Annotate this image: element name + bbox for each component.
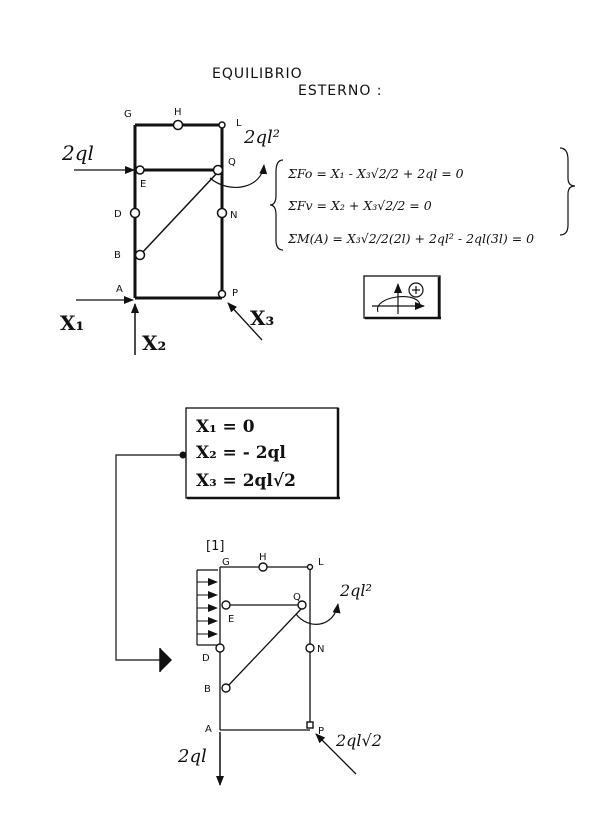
- equation-3: ΣM(A) = X₃√2/2(2l) + 2ql² - 2ql(3l) = 0: [287, 231, 534, 246]
- hinge-d: [129, 207, 141, 219]
- connector-line: [115, 451, 187, 672]
- load-tag: [1]: [206, 539, 224, 554]
- label-a: A: [116, 284, 123, 295]
- label-g: G: [124, 109, 132, 120]
- frame-1-hinges: [129, 119, 228, 299]
- label-l: L: [236, 118, 242, 129]
- label-n: N: [230, 210, 237, 221]
- hinge-b-2: [221, 683, 231, 693]
- label-h: H: [174, 107, 182, 118]
- hinge-p-2: [306, 721, 314, 729]
- hinge-n-2: [305, 643, 315, 653]
- label-d: D: [114, 209, 122, 220]
- moment-arrow-1: [209, 164, 268, 188]
- reaction-x2-label: X₂: [142, 331, 166, 355]
- results-box: X₁ = 0 X₂ = - 2ql X₃ = 2ql√2: [185, 407, 340, 500]
- right-brace: [559, 147, 576, 236]
- reaction-x3-label: X₃: [250, 306, 274, 330]
- hinge-q-2: [297, 600, 307, 610]
- force-diag-label: 2ql√2: [335, 731, 382, 750]
- reaction-x3-arrow: [227, 302, 263, 341]
- plus-circle-icon: [408, 282, 424, 298]
- label-q-2: Q: [293, 592, 301, 603]
- label-a-2: A: [205, 724, 212, 735]
- sign-rotation-arrow: [377, 296, 421, 313]
- label-g-2: G: [222, 557, 230, 568]
- label-q: Q: [228, 157, 236, 168]
- force-down-label: 2ql: [177, 746, 207, 767]
- load-left-label: 2ql: [61, 141, 94, 165]
- title-line2: ESTERNO :: [298, 83, 383, 99]
- result-x2: X₂ = - 2ql: [196, 443, 286, 463]
- label-b-2: B: [204, 684, 211, 695]
- label-e-2: E: [228, 614, 234, 625]
- label-p: P: [232, 288, 238, 299]
- label-n-2: N: [317, 644, 324, 655]
- title-line1: EQUILIBRIO: [212, 66, 303, 82]
- force-diag-arrow: [315, 733, 357, 775]
- sign-convention-box: [363, 275, 441, 320]
- reaction-x1-label: X₁: [60, 311, 84, 335]
- distributed-load: [1]: [196, 539, 224, 646]
- moment-arrow-2: [295, 603, 341, 625]
- equation-1: ΣFo = X₁ - X₃√2/2 + 2ql = 0: [287, 166, 464, 181]
- frame-1: [133, 123, 224, 300]
- hinge-l: [218, 121, 226, 129]
- result-x1: X₁ = 0: [196, 417, 255, 437]
- label-p-2: P: [318, 726, 324, 737]
- hinge-b: [134, 249, 146, 261]
- hinge-h: [172, 119, 184, 131]
- hinge-l-2: [306, 563, 314, 571]
- label-e: E: [140, 179, 146, 190]
- equation-2: ΣFv = X₂ + X₃√2/2 = 0: [287, 198, 432, 213]
- hinge-e: [135, 165, 145, 175]
- hinge-h-2: [258, 562, 268, 572]
- hinge-q: [212, 164, 224, 176]
- equations-block: ΣFo = X₁ - X₃√2/2 + 2ql = 0 ΣFv = X₂ + X…: [269, 147, 576, 251]
- hinge-n: [216, 207, 228, 219]
- hinge-e-2: [221, 600, 231, 610]
- hinge-p: [217, 289, 227, 299]
- moment-label-2: 2ql²: [339, 581, 372, 600]
- label-l-2: L: [318, 557, 324, 568]
- label-b: B: [114, 250, 121, 261]
- left-brace: [269, 159, 284, 251]
- hinge-d-2: [215, 643, 225, 653]
- label-h-2: H: [259, 552, 267, 563]
- moment-label-1: 2ql²: [243, 127, 280, 148]
- frame-2-hinges: [215, 562, 315, 729]
- label-d-2: D: [202, 653, 210, 664]
- result-x3: X₃ = 2ql√2: [196, 471, 296, 491]
